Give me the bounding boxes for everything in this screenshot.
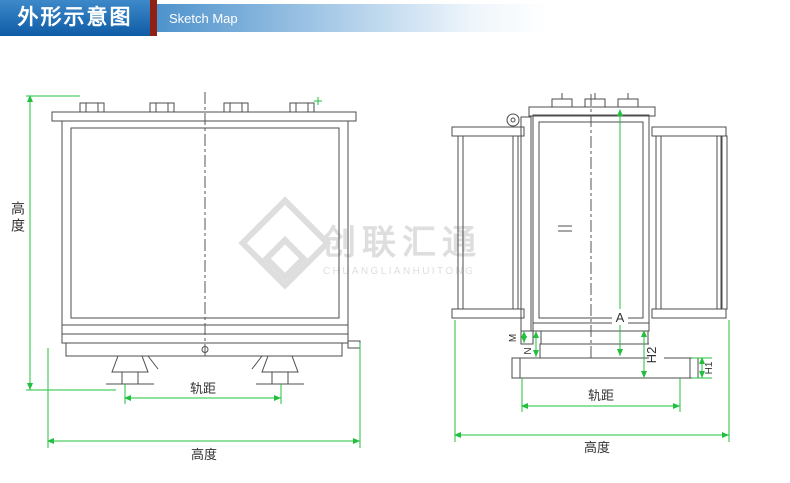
front-base-channel [65,342,343,357]
front-width-label: 高度 [191,447,217,462]
side-m-label: M [508,334,519,342]
front-wheel-right [256,355,304,385]
page-banner: 外形示意图 Sketch Map [0,0,790,38]
front-bushings [79,102,315,113]
front-wheel-left [106,355,154,385]
side-h1-label: H1 [704,361,715,374]
watermark-logo-diamond [238,196,332,290]
side-base-structure [511,330,699,379]
watermark-brand-cn: 创联汇通 [321,224,482,262]
page-title: 外形示意图 [0,0,150,36]
front-lid [51,111,357,122]
watermark-brand-en: CHUANGLIANHUITONG [323,266,475,277]
front-view [51,102,361,385]
front-dimensions [26,95,361,448]
front-gauge-label: 轨距 [190,381,216,396]
banner-subtitle-strip: Sketch Map [157,4,549,32]
side-width-label: 高度 [584,440,610,455]
side-n-label: N [523,347,534,354]
side-lifting-lug [506,113,520,127]
side-bushings [551,93,639,108]
sketch-drawing: 创联汇通 CHUANGLIANHUITONG [26,92,730,462]
side-view [451,93,728,379]
side-h2-label: H2 [644,347,659,364]
sketch-area: 创联汇通 CHUANGLIANHUITONG [0,38,790,483]
side-hatched-wall [520,116,532,332]
front-height-label: 高度 [8,201,28,235]
side-a-label: A [616,310,625,325]
side-right-fin-bank [651,126,728,319]
front-drain-valve [347,340,361,349]
watermark: 创联汇通 CHUANGLIANHUITONG [238,196,482,290]
side-gauge-label: 轨距 [588,388,614,403]
side-dimensions [454,109,730,442]
page-subtitle: Sketch Map [169,10,238,26]
side-left-fin-bank [451,126,525,319]
banner-accent-bar [150,0,157,36]
